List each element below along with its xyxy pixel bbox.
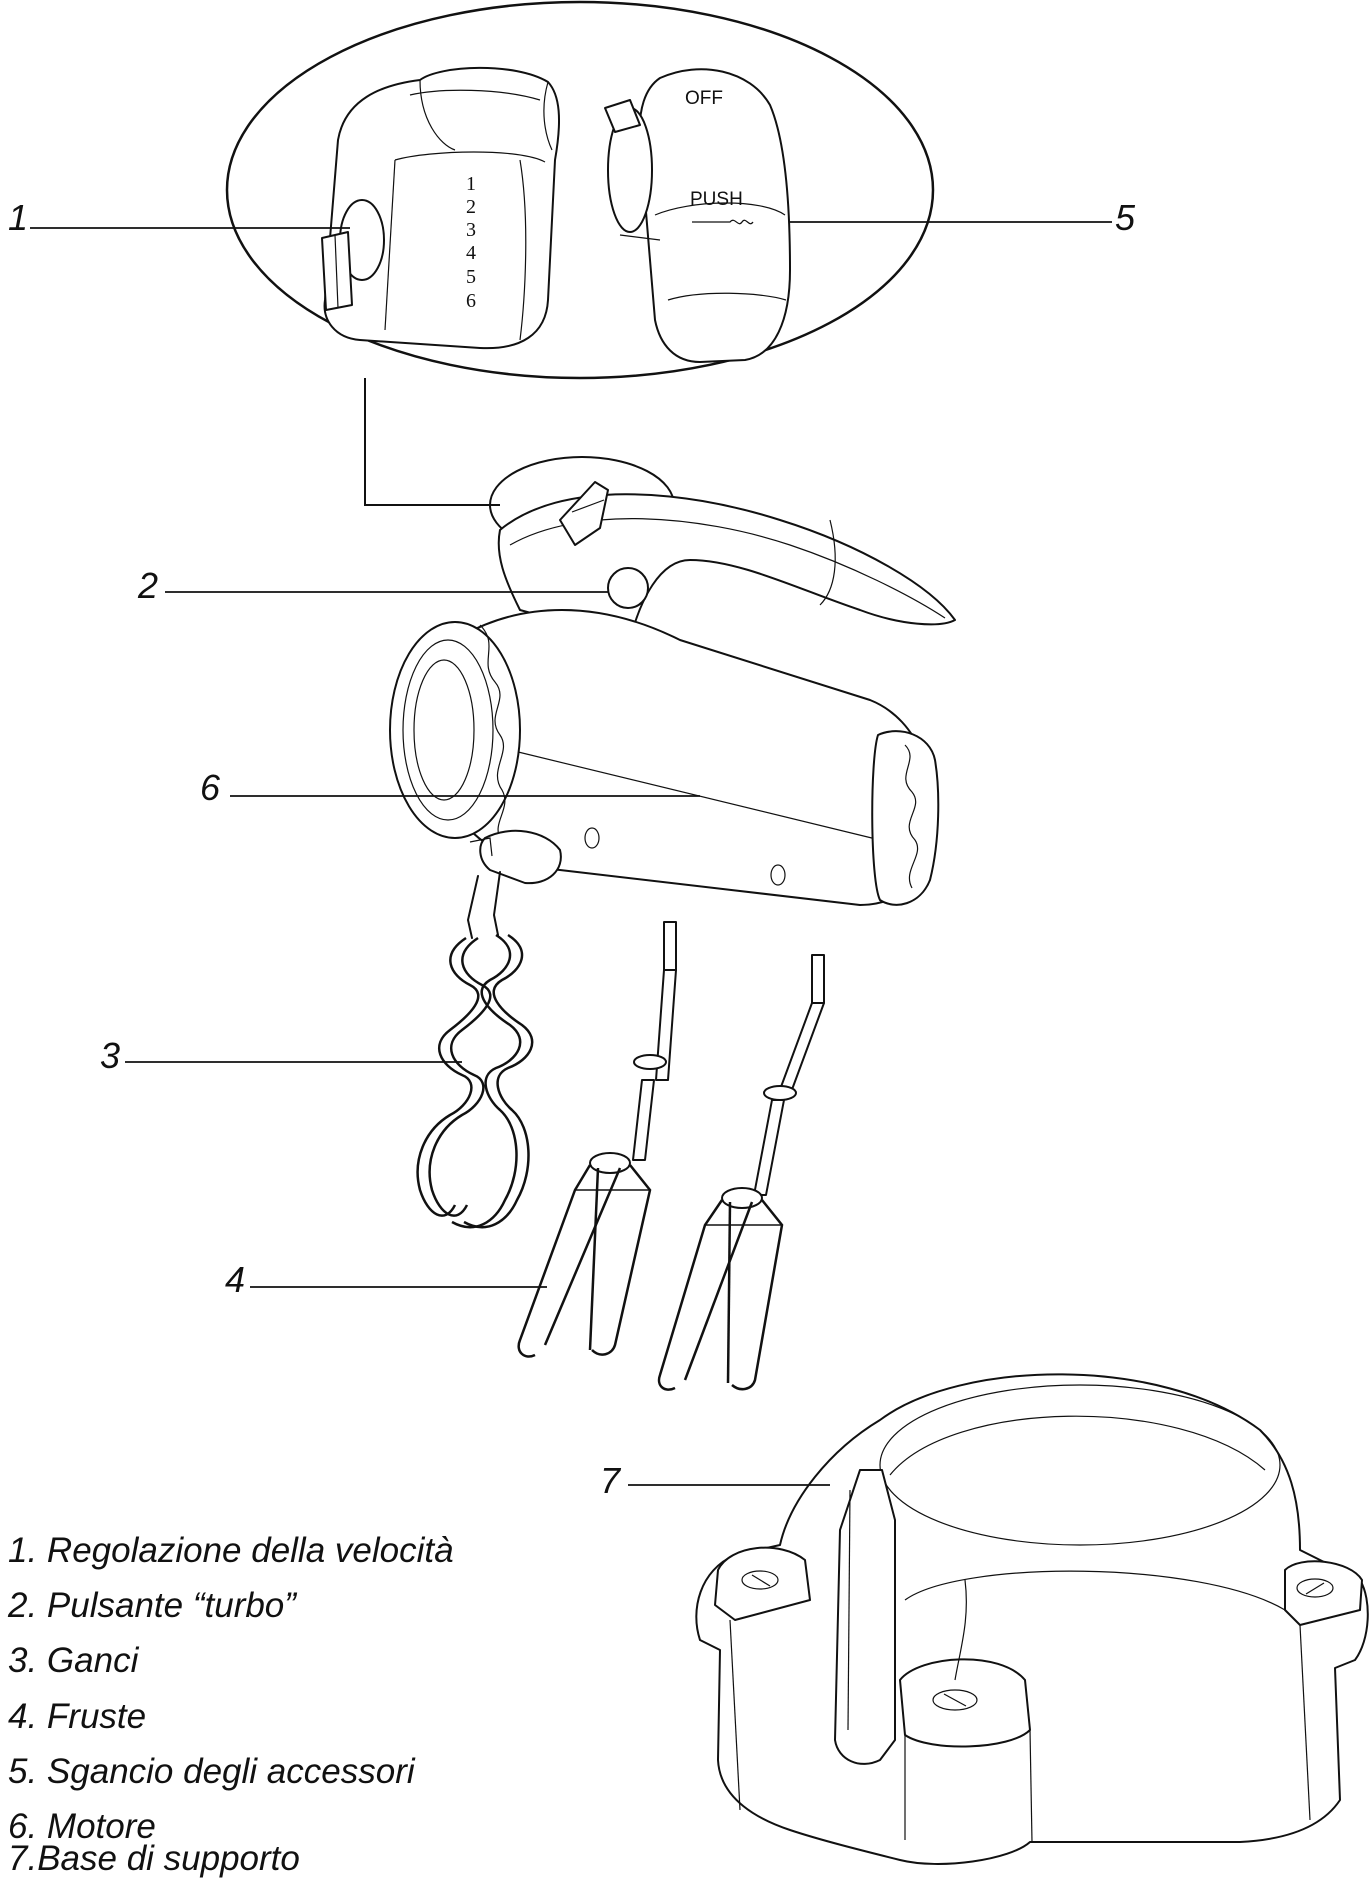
- leader-lines: [30, 221, 1112, 1486]
- mixer-body: [389, 481, 956, 906]
- legend-item: 6. Motore: [8, 1807, 156, 1846]
- stand-base: [695, 1373, 1369, 1865]
- zoom-connector-line: [364, 378, 500, 506]
- speed-mark: 3: [466, 219, 476, 241]
- callout-5: 5: [1115, 197, 1136, 238]
- speed-scale: 1 2 3 4 5 6: [466, 173, 476, 312]
- legend-item: 2. Pulsante “turbo”: [7, 1586, 297, 1625]
- eject-button-detail: OFF PUSH: [604, 68, 791, 363]
- legend-item: 7.Base di supporto: [8, 1839, 300, 1878]
- legend-item: 4. Fruste: [8, 1697, 146, 1736]
- legend-item: 1. Regolazione della velocità: [8, 1531, 454, 1570]
- beater-left: [517, 921, 677, 1358]
- legend-item: 3. Ganci: [8, 1641, 140, 1680]
- callout-numbers: 1 5 2 6 3 4 7: [8, 197, 1136, 1501]
- callout-2: 2: [137, 565, 158, 606]
- speed-control-detail: 1 2 3 4 5 6: [321, 66, 561, 350]
- speed-mark: 2: [466, 196, 476, 218]
- speed-mark: 5: [466, 266, 476, 288]
- speed-mark: 1: [466, 173, 476, 195]
- speed-mark: 4: [466, 242, 476, 264]
- dough-hooks: [416, 871, 534, 1229]
- callout-7: 7: [600, 1460, 622, 1501]
- legend: 1. Regolazione della velocità 2. Pulsant…: [7, 1531, 454, 1878]
- eject-push-label: PUSH: [690, 189, 743, 210]
- legend-item: 5. Sgancio degli accessori: [8, 1752, 416, 1791]
- beater-right: [657, 954, 825, 1391]
- callout-4: 4: [225, 1259, 245, 1300]
- callout-1: 1: [8, 197, 28, 238]
- speed-mark: 6: [466, 290, 476, 312]
- callout-6: 6: [200, 767, 221, 808]
- detail-zoom-ellipse: [225, 0, 935, 380]
- eject-off-label: OFF: [685, 88, 723, 109]
- callout-3: 3: [100, 1035, 120, 1076]
